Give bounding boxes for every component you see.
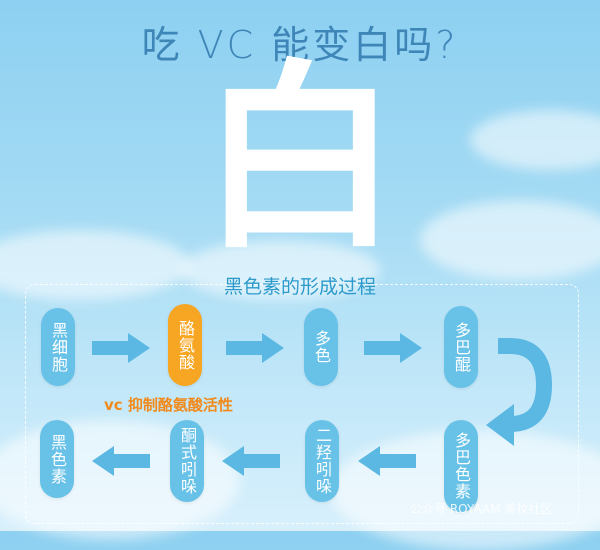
page-title: 吃 VC 能变白吗? [141, 23, 459, 67]
process-frame [25, 284, 579, 524]
cloud [420, 200, 600, 280]
arrow-right-icon [364, 333, 422, 363]
node-melanocyte: 黑细胞 [41, 308, 75, 386]
process-title: 黑色素的形成过程 [223, 276, 376, 298]
big-white-character: 白 [199, 43, 400, 276]
node-dopaquinone: 多巴醌 [444, 306, 478, 388]
node-indolequinone: 酮式吲哚 [170, 420, 204, 502]
cloud [470, 110, 600, 170]
arrow-left-icon [92, 446, 150, 476]
cloud [180, 240, 380, 300]
arrow-right-icon [226, 333, 284, 363]
node-dihydroxyindole: 二羟吲哚 [305, 420, 339, 502]
arrow-left-icon [222, 446, 280, 476]
watermark: 公众号 ROYAAM 美妆社区 [410, 502, 553, 516]
vc-annotation: vc 抑制酪氨酸活性 [104, 396, 233, 414]
node-dopa: 多色 [304, 308, 338, 386]
node-dopachrome: 多巴色素 [444, 420, 478, 512]
arrow-left-icon [358, 446, 416, 476]
node-melanin: 黑色素 [40, 420, 74, 498]
curved-arrow-icon [486, 338, 553, 446]
node-tyrosine: 酪氨酸 [168, 304, 202, 386]
arrow-right-icon [92, 333, 150, 363]
